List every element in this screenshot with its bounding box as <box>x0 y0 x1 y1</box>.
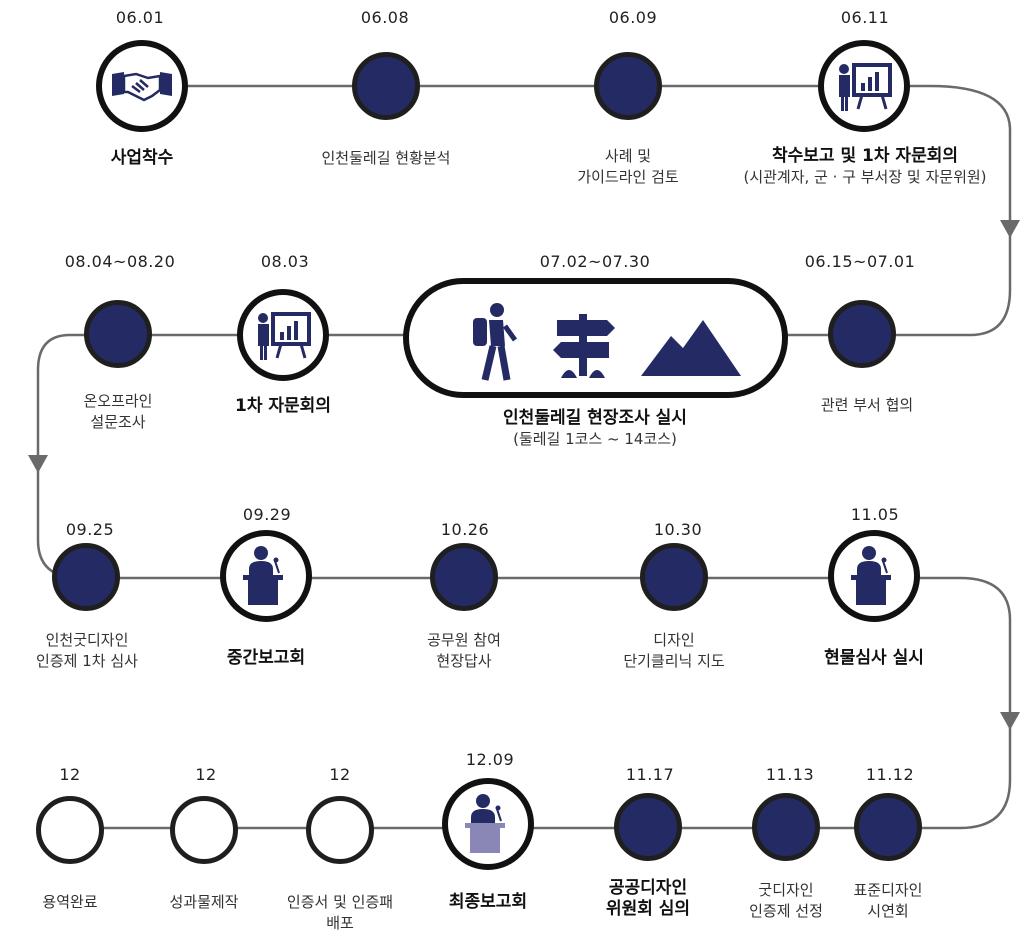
step-9-date: 09.25 <box>65 520 115 539</box>
presentation-board-icon <box>258 312 311 360</box>
handshake-icon <box>112 72 172 102</box>
step-10-date: 09.29 <box>242 505 292 524</box>
step-20-date: 12 <box>59 765 81 784</box>
signpost-icon <box>553 314 615 378</box>
step-13-node[interactable] <box>828 530 920 622</box>
step-17-date: 12.09 <box>465 750 515 769</box>
step-3-date: 06.09 <box>608 8 658 27</box>
step-17-label: 최종보고회 <box>448 892 528 912</box>
step-14-node[interactable] <box>854 793 922 861</box>
step-19-date: 12 <box>195 765 217 784</box>
step-5-node[interactable] <box>828 300 896 368</box>
step-7-date: 08.03 <box>260 252 310 271</box>
step-19-node[interactable] <box>170 796 238 864</box>
arrow-down-right-2 <box>1000 712 1020 730</box>
step-7-node[interactable] <box>237 289 329 381</box>
step-16-node[interactable] <box>614 793 682 861</box>
step-15-node[interactable] <box>752 793 820 861</box>
step-8-date: 08.04~08.20 <box>64 252 176 271</box>
step-19-label: 성과물제작 <box>169 893 239 911</box>
step-2-node[interactable] <box>352 52 420 120</box>
step-1-label: 사업착수 <box>110 148 174 168</box>
step-5-label: 관련 부서 협의 <box>820 396 914 414</box>
step-3-node[interactable] <box>594 52 662 120</box>
arrow-down-left <box>28 455 48 473</box>
step-11-node[interactable] <box>430 543 498 611</box>
step-4-date: 06.11 <box>840 8 890 27</box>
step-9-node[interactable] <box>52 543 120 611</box>
step-2-label: 인천둘레길 현황분석 <box>321 149 451 167</box>
step-12-node[interactable] <box>640 543 708 611</box>
step-1-node[interactable] <box>96 40 188 132</box>
step-18-date: 12 <box>329 765 351 784</box>
step-6-label: 인천둘레길 현장조사 실시(둘레길 1코스 ~ 14코스) <box>503 408 687 448</box>
step-17-node[interactable] <box>442 778 534 870</box>
mountain-icon <box>641 320 741 376</box>
step-5-date: 06.15~07.01 <box>804 252 916 271</box>
speaker-podium-icon <box>851 546 891 605</box>
step-7-label: 1차 자문회의 <box>235 396 331 416</box>
step-11-date: 10.26 <box>440 520 490 539</box>
speaker-podium-icon <box>243 546 283 605</box>
step-10-node[interactable] <box>220 530 312 622</box>
step-20-label: 용역완료 <box>42 893 98 911</box>
step-6-date: 07.02~07.30 <box>539 252 651 271</box>
step-13-date: 11.05 <box>850 505 900 524</box>
step-14-date: 11.12 <box>865 765 915 784</box>
step-4-label: 착수보고 및 1차 자문회의(시관계자, 군 · 구 부서장 및 자문위원) <box>743 146 987 186</box>
step-8-node[interactable] <box>84 300 152 368</box>
step-15-date: 11.13 <box>765 765 815 784</box>
connector-row1 <box>36 84 1012 830</box>
arrow-down-right-1 <box>1000 220 1020 238</box>
step-6-node[interactable] <box>403 278 788 398</box>
step-1-date: 06.01 <box>115 8 165 27</box>
hiker-icon <box>473 303 518 381</box>
step-16-date: 11.17 <box>625 765 675 784</box>
step-4-node[interactable] <box>818 40 910 132</box>
step-2-date: 06.08 <box>360 8 410 27</box>
step-18-node[interactable] <box>306 796 374 864</box>
presentation-board-icon <box>839 63 892 111</box>
step-20-node[interactable] <box>36 796 104 864</box>
step-12-date: 10.30 <box>653 520 703 539</box>
step-13-label: 현물심사 실시 <box>824 648 924 668</box>
speaker-podium-icon <box>465 794 505 853</box>
step-10-label: 중간보고회 <box>226 648 306 668</box>
